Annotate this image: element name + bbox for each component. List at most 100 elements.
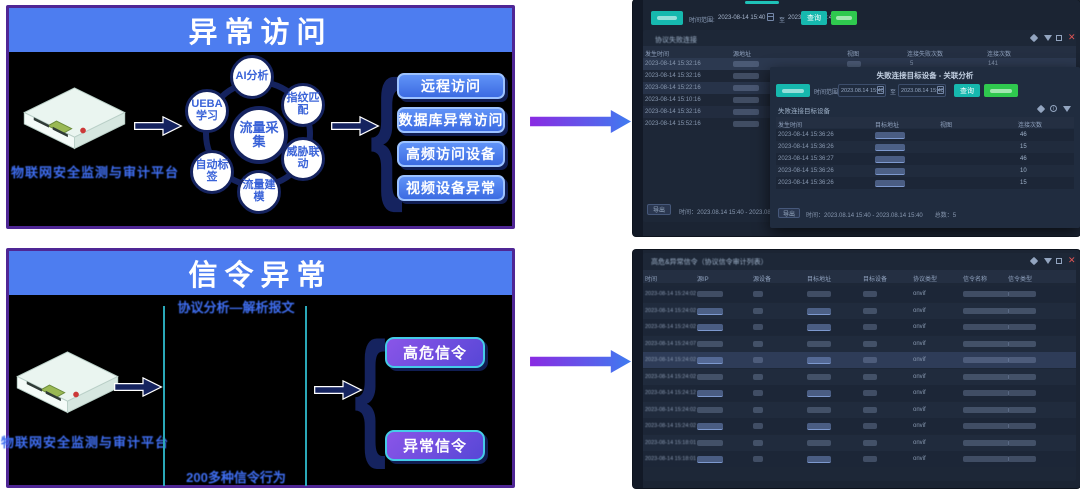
time-type-button[interactable] xyxy=(651,11,683,25)
time-cell: 2023-08-14 15:18:01 xyxy=(645,440,697,446)
time-cell: 2023-08-14 15:18:01 xyxy=(645,456,697,462)
target-address-cell[interactable] xyxy=(807,390,831,397)
redacted-cell xyxy=(753,357,763,363)
source-ip-cell[interactable] xyxy=(697,456,723,463)
capability-bubble: 流量建模 xyxy=(237,170,281,214)
maximize-icon[interactable] xyxy=(1056,35,1062,41)
source-ip-cell[interactable] xyxy=(697,324,723,331)
target-address-link[interactable] xyxy=(875,168,905,175)
redacted-cell xyxy=(733,73,759,79)
protocol-cell: onvif xyxy=(913,407,926,413)
redacted-cell xyxy=(733,85,759,91)
source-ip-cell[interactable] xyxy=(697,390,723,397)
query-button[interactable]: 查询 xyxy=(801,11,827,25)
device-label: 物联网安全监测与审计平台 xyxy=(10,165,179,180)
signal-type-cell xyxy=(1008,390,1036,396)
protocol-cell: onvif xyxy=(913,357,926,363)
date-to-input[interactable]: 2023.08.14 15:40 xyxy=(898,84,946,97)
capability-bubble: AI分析 xyxy=(230,55,274,99)
transition-arrow xyxy=(530,109,631,134)
table-footer-summary: 时间：2023.08.14 15:40 - 2023.08.14 15:40 总… xyxy=(806,213,957,219)
redacted-cell xyxy=(753,407,763,413)
stage-divider-right xyxy=(305,306,307,486)
overlay-filter-button[interactable] xyxy=(776,84,810,97)
target-address-cell[interactable] xyxy=(807,456,831,463)
tag-icon[interactable] xyxy=(1036,104,1046,114)
filter-icon[interactable] xyxy=(1044,258,1052,264)
source-ip-cell[interactable] xyxy=(697,423,723,430)
capability-bubble: 威胁联动 xyxy=(281,137,325,181)
date-from-value[interactable]: 2023-08-14 15:40 xyxy=(718,15,766,21)
calendar-icon[interactable] xyxy=(877,86,884,94)
signal-type-cell xyxy=(1008,440,1036,446)
target-address-cell xyxy=(807,440,831,446)
time-cell: 2023-08-14 15:36:26 xyxy=(778,144,834,150)
capability-bubble: UEBA学习 xyxy=(185,89,229,133)
calendar-icon[interactable] xyxy=(767,13,774,21)
overlay-panel-title: 失败连接目标设备 xyxy=(778,108,830,115)
filter-icon[interactable] xyxy=(1044,35,1052,41)
info-icon[interactable] xyxy=(1050,105,1057,112)
signal-name-cell xyxy=(963,291,1009,297)
export-button[interactable]: 导出 xyxy=(647,204,671,215)
source-ip-cell[interactable] xyxy=(697,308,723,315)
signal-name-cell xyxy=(963,308,1009,314)
export-button[interactable]: 导出 xyxy=(778,208,800,218)
redacted-cell xyxy=(753,440,763,446)
target-address-link[interactable] xyxy=(875,132,905,139)
column-header: 连接失败次数 xyxy=(907,52,944,58)
filter-icon[interactable] xyxy=(1063,106,1071,112)
target-address-cell[interactable] xyxy=(807,423,831,430)
export-dropdown-button[interactable] xyxy=(831,11,857,25)
column-header: 目标地址 xyxy=(807,277,832,283)
column-header: 发生时间 xyxy=(645,52,670,58)
target-address-link[interactable] xyxy=(875,180,905,187)
redacted-cell xyxy=(753,423,763,429)
target-address-cell[interactable] xyxy=(807,357,831,364)
redacted-cell xyxy=(863,390,877,396)
target-address-cell[interactable] xyxy=(807,324,831,331)
target-address-cell[interactable] xyxy=(807,308,831,315)
source-ip-cell[interactable] xyxy=(697,357,723,364)
table-header: 发生时间源地址视图连接失败次数连接次数 xyxy=(643,46,1076,58)
calendar-icon[interactable] xyxy=(937,86,944,94)
time-cell: 2023-08-14 15:32:16 xyxy=(645,109,701,115)
maximize-icon[interactable] xyxy=(1056,258,1062,264)
query-button[interactable]: 查询 xyxy=(954,84,980,97)
close-icon[interactable] xyxy=(1068,256,1076,264)
export-dropdown-button[interactable] xyxy=(984,84,1018,97)
redacted-cell xyxy=(753,341,763,347)
iot-device-illustration xyxy=(23,87,126,150)
fail-count-cell: 5 xyxy=(910,61,914,67)
page-title: 信令异常 xyxy=(188,260,333,292)
range-label: 时间范围 xyxy=(814,90,839,96)
target-address-link[interactable] xyxy=(875,156,905,163)
signal-type-cell xyxy=(1008,374,1036,380)
signal-type-cell xyxy=(1008,407,1036,413)
close-icon[interactable] xyxy=(1068,33,1076,41)
signal-type-cell xyxy=(1008,308,1036,314)
date-from-input[interactable]: 2023.08.14 15:40 xyxy=(838,84,886,97)
redacted-cell xyxy=(753,291,763,297)
column-header: 连接次数 xyxy=(1018,123,1043,129)
redacted-cell xyxy=(753,456,763,462)
time-cell: 2023-08-14 15:36:26 xyxy=(778,168,834,174)
target-address-link[interactable] xyxy=(875,144,905,151)
